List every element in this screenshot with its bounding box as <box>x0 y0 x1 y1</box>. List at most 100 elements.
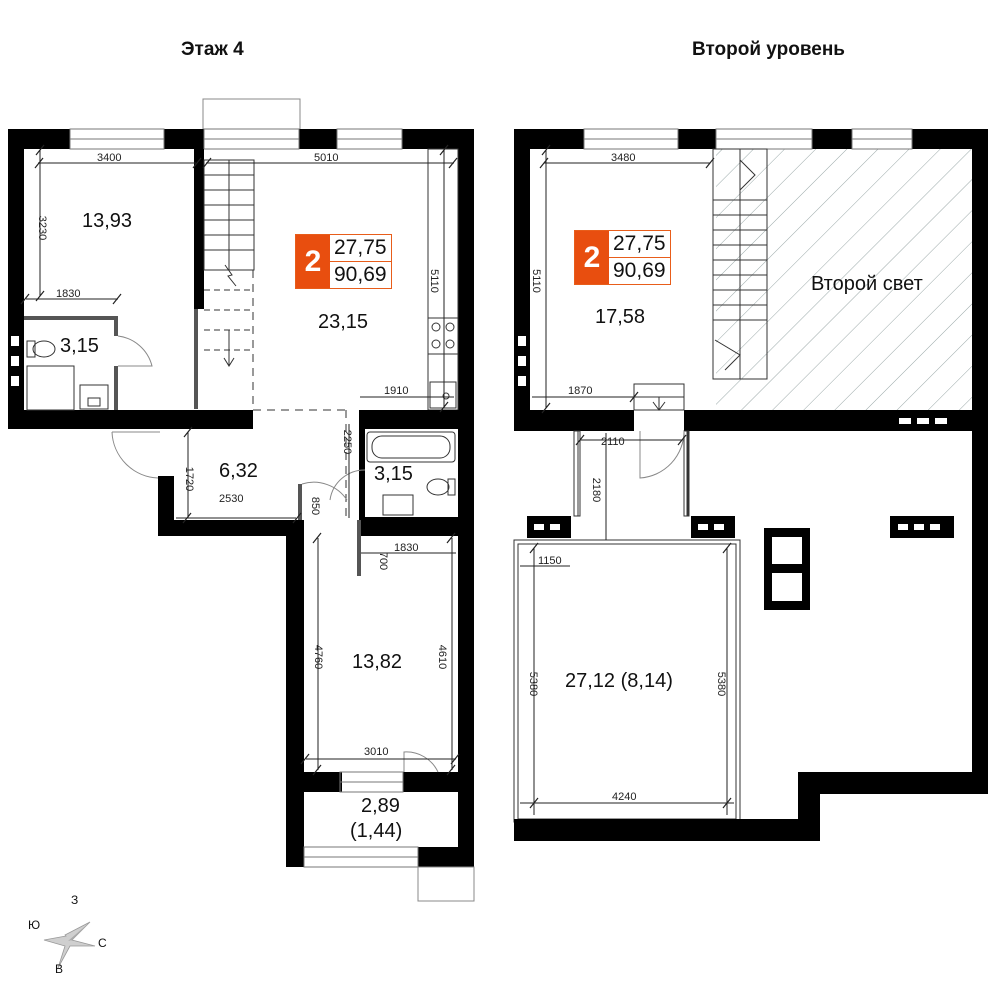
dimension-ticks <box>20 144 460 776</box>
compass-north-label: З <box>71 893 79 907</box>
sink-icon <box>79 384 109 410</box>
floor4-plan <box>8 98 475 902</box>
staircase-icon <box>712 148 768 380</box>
zone-boundary <box>252 270 347 520</box>
floor4-title: Этаж 4 <box>181 39 244 60</box>
dimension-label: 2250 <box>341 429 354 455</box>
wall <box>514 129 530 431</box>
dimension-label: 5110 <box>427 269 440 293</box>
dimension-label: 2180 <box>590 477 603 503</box>
dimension-label: 3480 <box>611 152 636 164</box>
corridor-walls <box>573 430 690 517</box>
dimension-label: 700 <box>377 551 390 571</box>
sink-icon <box>382 494 414 516</box>
dimension-label: 3010 <box>364 746 389 758</box>
wall <box>114 366 118 410</box>
wall <box>403 772 474 792</box>
dimension-label: 1830 <box>394 542 419 554</box>
wall <box>164 129 204 149</box>
door-swing <box>403 751 439 773</box>
wall <box>812 129 852 149</box>
wall <box>684 410 972 431</box>
toilet-icon <box>32 340 56 358</box>
wall <box>972 129 988 772</box>
living-area-value: 27,75 <box>613 232 666 255</box>
dimension-label: 5110 <box>529 269 542 293</box>
dimension-label: 5380 <box>527 671 540 697</box>
wall <box>194 149 204 309</box>
rooms-count: 2 <box>575 231 609 284</box>
dimension-label: 2110 <box>601 436 625 448</box>
wall <box>286 520 304 850</box>
toilet-icon <box>426 478 450 496</box>
room-area-label: 13,93 <box>82 210 133 232</box>
wall <box>8 410 253 429</box>
dimension-label: 3400 <box>97 152 122 164</box>
door-swing <box>329 469 366 501</box>
left-wall-marks <box>11 336 19 386</box>
door-swing <box>117 335 153 367</box>
room-area-label: 27,12 (8,14) <box>565 670 673 692</box>
room-area-label: 6,32 <box>219 460 258 482</box>
wall <box>286 847 304 867</box>
dimension-label: 5380 <box>715 671 728 697</box>
dimension-label: 1150 <box>538 555 562 567</box>
wall <box>912 129 974 149</box>
room-area-label: 17,58 <box>595 306 646 328</box>
dimension-label: 850 <box>309 496 322 516</box>
dimension-label: 4610 <box>436 644 449 670</box>
room-area-label: 3,15 <box>60 335 99 357</box>
door-swing <box>301 481 348 501</box>
wall <box>286 772 342 792</box>
compass-east-label: С <box>98 936 107 950</box>
windows-top <box>69 128 403 150</box>
wall <box>514 129 584 149</box>
dimension-label: 3230 <box>36 215 49 241</box>
bathtub-icon <box>366 431 456 463</box>
wall <box>158 520 298 536</box>
wall <box>458 772 474 850</box>
dimension-label: 2530 <box>219 493 244 505</box>
wall <box>194 309 198 409</box>
total-area-value: 90,69 <box>330 261 391 288</box>
room-area-label: 23,15 <box>318 311 369 333</box>
top-balcony-outline <box>202 98 301 130</box>
wall <box>798 772 988 794</box>
living-area-value: 27,75 <box>334 236 387 259</box>
dimension-lines <box>26 150 456 770</box>
room-area-label: 13,82 <box>352 651 403 673</box>
wall <box>514 819 820 841</box>
apartment-badge: 2 27,75 90,69 <box>574 230 671 285</box>
wall <box>359 517 474 536</box>
balcony-ledge <box>417 866 475 902</box>
level2-title: Второй уровень <box>692 39 845 60</box>
wall <box>402 129 474 149</box>
compass-south-label: В <box>55 962 64 976</box>
wall <box>359 410 365 520</box>
compass-west-label: Ю <box>28 918 41 932</box>
windows-top <box>583 128 913 150</box>
dimension-lines <box>520 150 734 815</box>
dimension-label: 5010 <box>314 152 339 164</box>
wall <box>678 129 716 149</box>
wall <box>24 316 118 320</box>
total-area-value: 90,69 <box>609 257 670 284</box>
wall <box>458 410 474 535</box>
apartment-badge: 2 27,75 90,69 <box>295 234 392 289</box>
wall <box>514 410 634 431</box>
wall <box>458 535 474 772</box>
dimension-label: 1870 <box>568 385 593 397</box>
dimension-label: 1910 <box>384 385 409 397</box>
staircase-icon <box>203 159 255 367</box>
wall <box>359 410 474 429</box>
dimension-label: 4240 <box>612 791 637 803</box>
compass-icon <box>43 921 96 969</box>
toilet-tank-icon <box>26 340 36 358</box>
shower-icon <box>26 365 75 411</box>
wall <box>8 129 24 429</box>
second-light-hatch <box>716 149 972 410</box>
entrance-door <box>111 431 160 479</box>
level2-plan <box>513 128 988 841</box>
door-swing <box>639 430 685 479</box>
